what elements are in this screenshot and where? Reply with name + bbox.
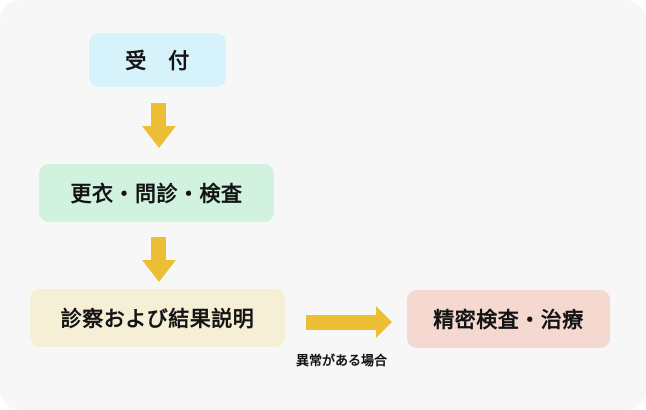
flow-node-changing-interview-screening: 更衣・問診・検査 <box>39 164 274 222</box>
arrow-shaft <box>306 315 376 330</box>
arrow-head <box>376 306 392 338</box>
flow-node-reception: 受 付 <box>89 33 226 87</box>
arrow-down-icon <box>142 103 176 148</box>
arrow-down-icon <box>142 237 176 282</box>
arrow-head <box>142 260 176 282</box>
flow-node-detailed-exam-treatment: 精密検査・治療 <box>407 290 610 348</box>
flow-node-reception-label: 受 付 <box>125 50 190 73</box>
flow-node-consultation-results: 診察および結果説明 <box>30 289 285 347</box>
flow-node-detailed-exam-treatment-label: 精密検査・治療 <box>433 309 584 332</box>
arrow-head <box>142 126 176 148</box>
flow-node-changing-interview-screening-label: 更衣・問診・検査 <box>70 183 243 206</box>
branch-condition-label: 異常がある場合 <box>296 353 388 368</box>
flow-node-consultation-results-label: 診察および結果説明 <box>60 308 255 331</box>
arrow-right-icon <box>306 306 392 338</box>
arrow-shaft <box>151 103 166 126</box>
arrow-shaft <box>151 237 166 260</box>
